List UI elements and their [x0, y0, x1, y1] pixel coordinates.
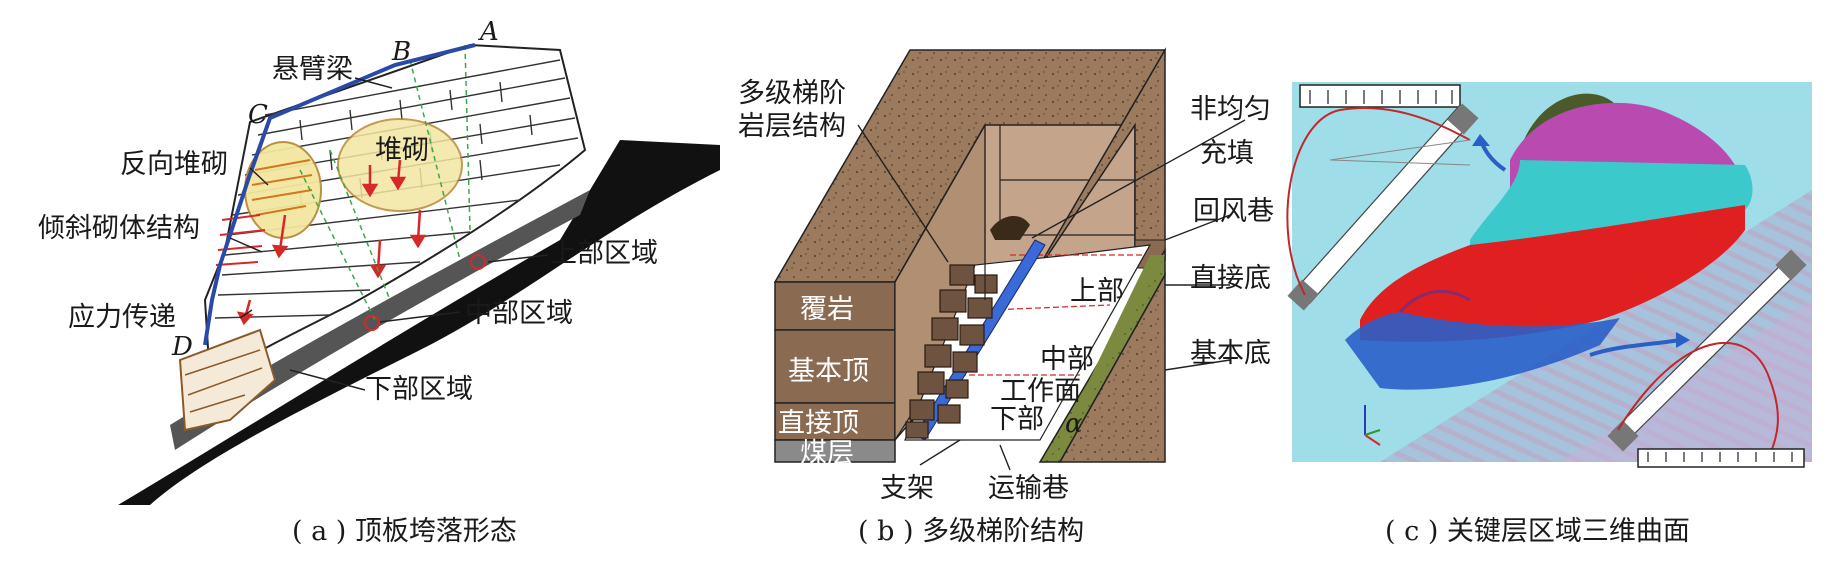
- cantilever-label: 悬臂梁: [272, 54, 353, 85]
- haulage-label: 运输巷: [988, 473, 1069, 504]
- stress-transfer-lines: [299, 44, 471, 321]
- point-c-label: C: [248, 100, 268, 130]
- load-bar-bottom: [1637, 448, 1805, 468]
- cyan-surface: [1470, 160, 1753, 260]
- deflection-curve-left: [1286, 107, 1471, 296]
- middle-part-label: 中部: [1040, 344, 1094, 375]
- working-face-label: 工作面: [1000, 376, 1081, 407]
- multi-step-label-1: 多级梯阶: [738, 78, 846, 109]
- overburden-label: 覆岩: [800, 294, 854, 325]
- overburden-layer: [774, 281, 896, 331]
- point-a-label: A: [478, 17, 499, 47]
- middle-region-label: 中部区域: [465, 298, 573, 329]
- nonuniform-label-2: 充填: [1200, 138, 1254, 169]
- masonry-label: 堆砌: [375, 135, 429, 166]
- load-arrows-bottom: [1647, 452, 1793, 462]
- panel-c-key-stratum-surface: ( c ) 关键层区域三维曲面: [1286, 82, 1812, 547]
- cantilever-boundary: [203, 43, 476, 346]
- main-floor: [1058, 272, 1166, 463]
- stress-transfer-label: 应力传递: [68, 302, 176, 333]
- axis-triad: [1364, 405, 1381, 446]
- upper-region-label: 上部区域: [550, 238, 658, 269]
- inclined-structure-label: 倾斜砌体结构: [38, 213, 200, 244]
- main-roof-label: 基本顶: [788, 356, 869, 387]
- deflection-curve-right: [1617, 342, 1779, 456]
- caption-b: ( b ) 多级梯阶结构: [858, 516, 1084, 547]
- immediate-floor-label: 直接底: [1190, 263, 1271, 294]
- panel-a-roof-caving: A B C D 悬臂梁 反向堆砌 堆砌 倾斜砌体结构 应力传递 上部区域 中部区…: [38, 17, 720, 547]
- point-b-label: B: [391, 37, 411, 67]
- upper-part-label: 上部: [1070, 276, 1124, 307]
- point-d-label: D: [171, 332, 193, 362]
- load-arrows-top: [1309, 90, 1453, 104]
- panel-b-multi-step-structure: 多级梯阶 岩层结构 非均匀 充填 回风巷 直接底 基本底 覆岩 基本顶 直接顶 …: [738, 47, 1274, 547]
- lower-part-label: 下部: [990, 404, 1044, 435]
- rock-layers: [214, 59, 579, 319]
- multi-step-label-2: 岩层结构: [738, 111, 846, 142]
- caption-c: ( c ) 关键层区域三维曲面: [1385, 516, 1690, 547]
- alpha-label: α: [1065, 409, 1083, 439]
- main-roof-layer: [774, 329, 896, 404]
- nonuniform-label-1: 非均匀: [1190, 94, 1271, 125]
- support-label: 支架: [880, 473, 934, 504]
- immediate-roof-label: 直接顶: [778, 408, 859, 439]
- rubble-band: [170, 190, 590, 450]
- coal-layer: [774, 439, 896, 463]
- return-airway-label: 回风巷: [1193, 196, 1274, 227]
- middle-marker: [364, 315, 380, 331]
- block-right-side: [1029, 47, 1166, 283]
- immediate-roof-layer: [774, 402, 896, 441]
- coal-seam-label: 煤层: [800, 438, 854, 469]
- main-floor-label: 基本底: [1190, 338, 1271, 369]
- reverse-masonry-label: 反向堆砌: [120, 149, 228, 180]
- caption-a: ( a ) 顶板垮落形态: [292, 516, 517, 547]
- red-surface: [1360, 205, 1745, 342]
- load-bar-top: [1299, 84, 1461, 108]
- stress-arrows: [236, 159, 427, 326]
- rubble-blocks: [905, 264, 998, 439]
- coal-floor-slope: [118, 140, 720, 505]
- blue-arrow-right: [1589, 338, 1681, 357]
- blue-surface: [1345, 312, 1620, 390]
- upper-marker: [470, 254, 486, 270]
- lower-region-label: 下部区域: [365, 374, 473, 405]
